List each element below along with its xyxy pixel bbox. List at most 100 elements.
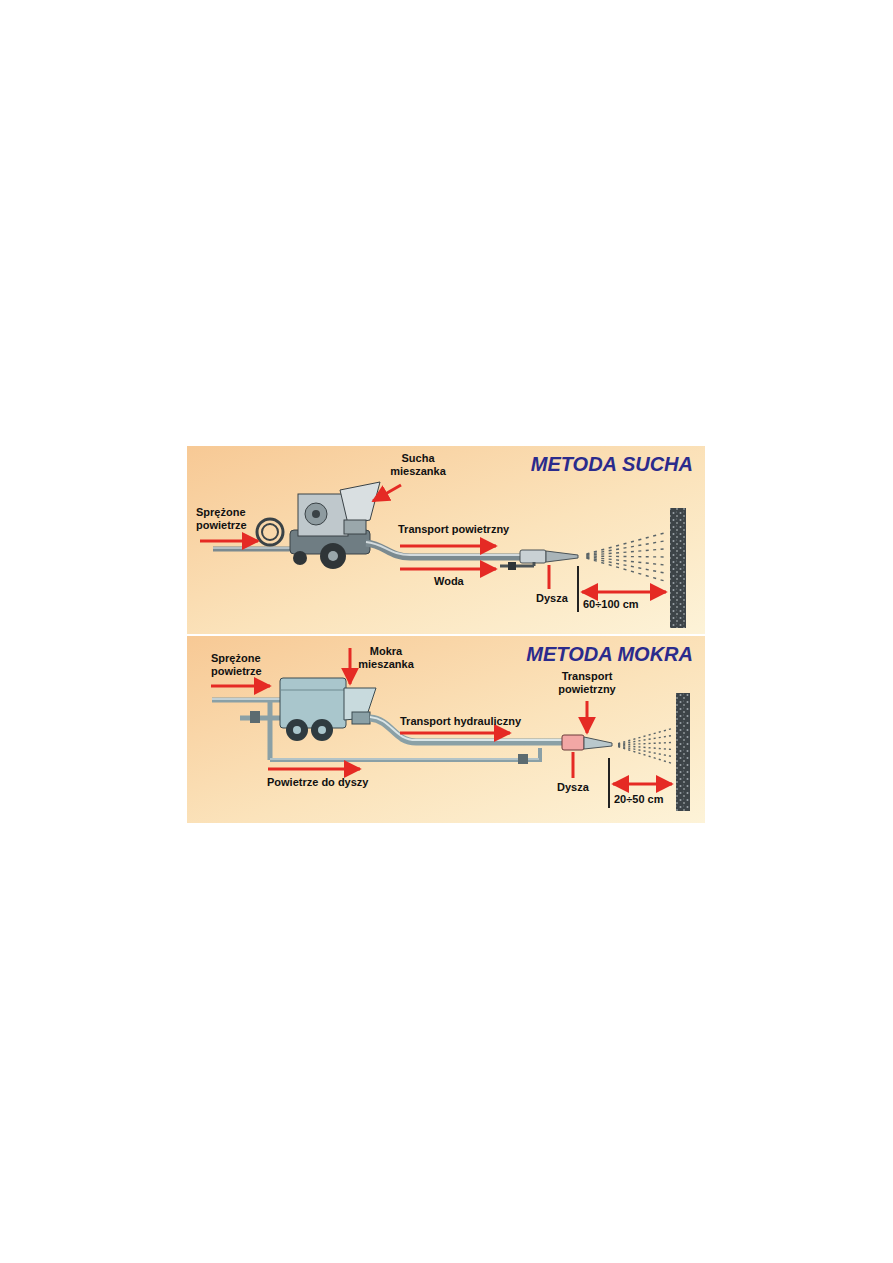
spray [601,556,604,557]
spray [638,556,641,557]
spray [594,555,597,556]
wet-arrows [211,685,270,688]
spray [644,754,646,756]
dry-wall [670,508,686,628]
panel-ground [187,446,705,823]
spray [633,738,635,740]
spray [659,753,661,755]
spray [638,539,641,541]
spray [644,735,646,737]
spray [594,557,597,559]
spray [661,564,664,566]
wet-machine [240,700,282,760]
spray [661,579,664,581]
spray [586,557,589,559]
dry-machine [305,503,327,525]
spray [623,741,625,743]
spray [586,554,589,556]
spray [609,558,612,560]
spray [616,563,619,565]
dry-arrows [200,540,258,543]
spray [659,731,661,733]
part-label: Woda [434,575,464,588]
spray [669,749,671,751]
spray [618,744,620,745]
spray [628,745,630,747]
spray [586,553,589,555]
wet-machine [352,712,370,724]
method-title: METODA MOKRA [526,642,693,666]
dry-machine [298,494,348,536]
spray [644,750,646,752]
part-label: Dysza [536,592,568,605]
dry-wall [670,508,686,628]
spray [664,748,666,750]
dry-machine [320,543,346,569]
spray [638,567,641,569]
wet-machine [311,719,333,741]
spray [618,745,620,747]
spray [618,746,620,748]
spray [638,743,640,744]
spray [631,561,634,563]
spray [618,742,620,744]
spray [586,557,589,559]
wet-machine [212,678,376,760]
spray [649,738,651,740]
wet-hose [562,735,584,750]
wet-arrows [572,752,575,778]
dry-hose [508,562,516,570]
spray [616,545,619,547]
spray [654,732,656,734]
panel-ground [187,446,705,634]
wet-hose [270,748,540,760]
spray [631,551,634,553]
wet-hose [584,737,612,749]
spray [661,533,664,535]
spray [616,552,619,554]
dry-machine [262,524,278,540]
spray [644,743,646,744]
spray [638,550,641,552]
spray [628,749,630,751]
spray [633,748,635,750]
spray [646,575,649,577]
spray [654,737,656,739]
wet-machine [293,726,301,734]
dry-hose [500,565,534,568]
dry-machine [312,510,320,518]
spray [664,760,666,762]
spray [669,762,671,764]
spray [659,759,661,761]
dry-machine [213,547,300,549]
spray [618,745,620,747]
spray [646,556,649,557]
spray [631,546,634,548]
spray [654,752,656,754]
spray [609,564,612,566]
spray [601,549,604,551]
spray [659,742,661,743]
spray [649,755,651,757]
wet-machine [212,698,282,700]
spray [646,550,649,552]
dry-machine [257,519,283,545]
spray [586,555,589,556]
wet-machine [280,690,346,691]
spray [638,740,640,742]
wet-machine [286,719,308,741]
dry-hose [366,542,522,555]
spray [661,548,664,550]
dry-arrows [200,485,666,612]
spray [661,571,664,573]
part-label: Transport powietrzny [398,523,509,536]
spray [653,570,656,572]
dry-machine [328,551,338,561]
wet-arrows [608,758,610,808]
spray [624,547,627,549]
spray [669,728,671,730]
spray [659,748,661,750]
spray [616,556,619,557]
spray [631,570,634,572]
